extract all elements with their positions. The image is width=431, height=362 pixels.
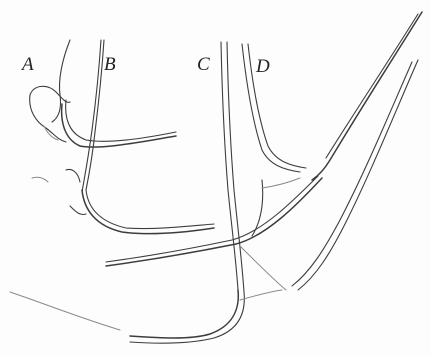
outline-c	[10, 42, 282, 343]
outline-d	[106, 12, 422, 290]
label-b: B	[104, 54, 116, 75]
label-a: A	[20, 54, 34, 75]
label-d: D	[255, 56, 270, 77]
label-c: C	[197, 54, 210, 75]
outline-b	[32, 40, 214, 234]
